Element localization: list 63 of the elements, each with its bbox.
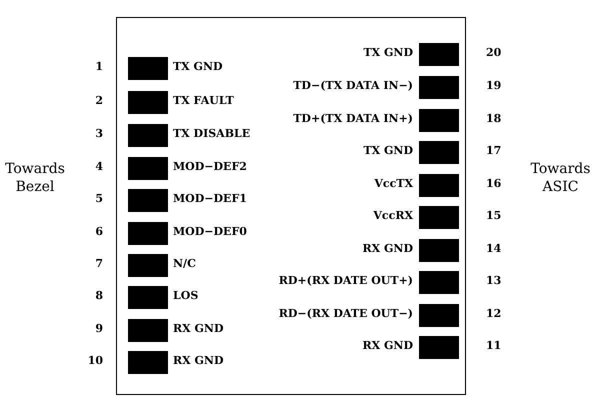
pin-number: 6 bbox=[95, 225, 103, 239]
pin-number: 12 bbox=[486, 307, 502, 321]
contact-pad bbox=[419, 206, 459, 229]
pin-number: 3 bbox=[95, 127, 103, 141]
pin-name: TX GND bbox=[363, 144, 413, 158]
pin-number: 10 bbox=[88, 354, 103, 368]
pin-number: 4 bbox=[95, 160, 103, 174]
pin-number: 11 bbox=[486, 339, 502, 353]
pin-name: LOS bbox=[173, 289, 198, 303]
pin-name: RD+(RX DATE OUT+) bbox=[278, 274, 413, 288]
contact-pad bbox=[419, 304, 459, 327]
pin-name: N/C bbox=[173, 257, 196, 271]
pin-name: MOD−DEF2 bbox=[173, 160, 247, 174]
contact-pad bbox=[128, 189, 168, 212]
pin-name: TX DISABLE bbox=[173, 127, 250, 141]
module-outline bbox=[116, 17, 466, 395]
contact-pad bbox=[419, 336, 459, 359]
pin-name: TD+(TX DATA IN+) bbox=[293, 112, 413, 126]
contact-pad bbox=[128, 157, 168, 180]
contact-pad bbox=[128, 286, 168, 309]
pin-number: 20 bbox=[486, 46, 502, 60]
contact-pad bbox=[419, 174, 459, 197]
pin-name: VccTX bbox=[374, 177, 413, 191]
contact-pad bbox=[128, 319, 168, 342]
pin-number: 13 bbox=[486, 274, 502, 288]
pin-number: 5 bbox=[95, 192, 103, 206]
pin-number: 19 bbox=[486, 79, 502, 93]
contact-pad bbox=[419, 43, 459, 66]
pin-name: VccRX bbox=[373, 209, 413, 223]
contact-pad bbox=[128, 351, 168, 374]
contact-pad bbox=[128, 57, 168, 80]
contact-pad bbox=[419, 109, 459, 132]
pin-number: 1 bbox=[95, 60, 103, 74]
contact-pad bbox=[419, 76, 459, 99]
pin-name: TX GND bbox=[363, 46, 413, 60]
pin-name: TX GND bbox=[173, 60, 223, 74]
contact-pad bbox=[419, 271, 459, 294]
contact-pad bbox=[128, 91, 168, 114]
pin-number: 14 bbox=[486, 242, 502, 256]
pin-name: MOD−DEF0 bbox=[173, 225, 247, 239]
pin-name: RX GND bbox=[173, 354, 224, 368]
contact-pad bbox=[128, 124, 168, 147]
pin-name: MOD−DEF1 bbox=[173, 192, 247, 206]
pin-number: 16 bbox=[486, 177, 502, 191]
contact-pad bbox=[128, 254, 168, 277]
pin-number: 18 bbox=[486, 112, 502, 126]
pin-number: 7 bbox=[95, 257, 103, 271]
pin-number: 8 bbox=[95, 289, 103, 303]
pin-name: RX GND bbox=[362, 339, 413, 353]
pin-name: RX GND bbox=[173, 322, 224, 336]
contact-pad bbox=[128, 222, 168, 245]
pin-number: 15 bbox=[486, 209, 502, 223]
pin-name: TX FAULT bbox=[173, 94, 234, 108]
pin-name: RX GND bbox=[362, 242, 413, 256]
side-label: Towards Bezel bbox=[4, 160, 66, 196]
pin-name: RD−(RX DATE OUT−) bbox=[278, 307, 413, 321]
side-label: Towards ASIC bbox=[530, 160, 592, 196]
pin-number: 17 bbox=[486, 144, 502, 158]
contact-pad bbox=[419, 239, 459, 262]
contact-pad bbox=[419, 141, 459, 164]
pin-name: TD−(TX DATA IN−) bbox=[293, 79, 413, 93]
pin-number: 2 bbox=[95, 94, 103, 108]
pin-number: 9 bbox=[95, 322, 103, 336]
